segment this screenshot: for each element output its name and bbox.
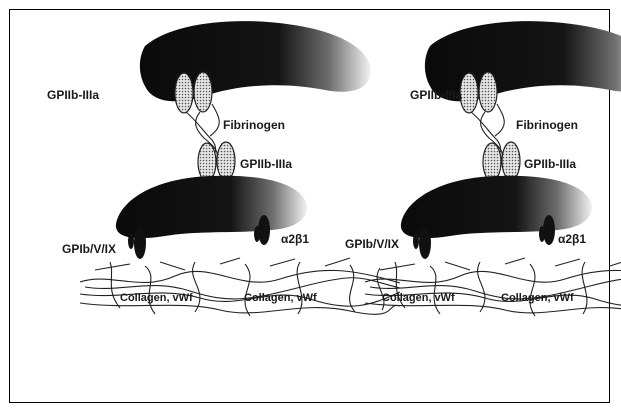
label-gpiib-iiia-bottom: GPIIb-IIIa bbox=[524, 157, 576, 171]
right-panel bbox=[365, 21, 621, 316]
label-collagen-vwf: Collagen, vWf bbox=[382, 292, 455, 304]
label-alpha2-beta1: α2β1 bbox=[281, 232, 309, 246]
label-gpiib-iiia-bottom: GPIIb-IIIa bbox=[240, 157, 292, 171]
label-collagen-vwf: Collagen, vWf bbox=[120, 292, 193, 304]
label-gpiib-iiia-top: GPIIb-IIIa bbox=[410, 88, 462, 102]
label-collagen-vwf: Collagen, vWf bbox=[501, 292, 574, 304]
label-gpiib-iiia-top: GPIIb-IIIa bbox=[47, 88, 99, 102]
label-gpib-v-ix: GPIb/V/IX bbox=[345, 237, 399, 251]
label-fibrinogen: Fibrinogen bbox=[516, 118, 578, 132]
label-fibrinogen: Fibrinogen bbox=[223, 118, 285, 132]
label-gpib-v-ix: GPIb/V/IX bbox=[62, 242, 116, 256]
label-alpha2-beta1: α2β1 bbox=[558, 232, 586, 246]
label-collagen-vwf: Collagen, vWf bbox=[244, 292, 317, 304]
